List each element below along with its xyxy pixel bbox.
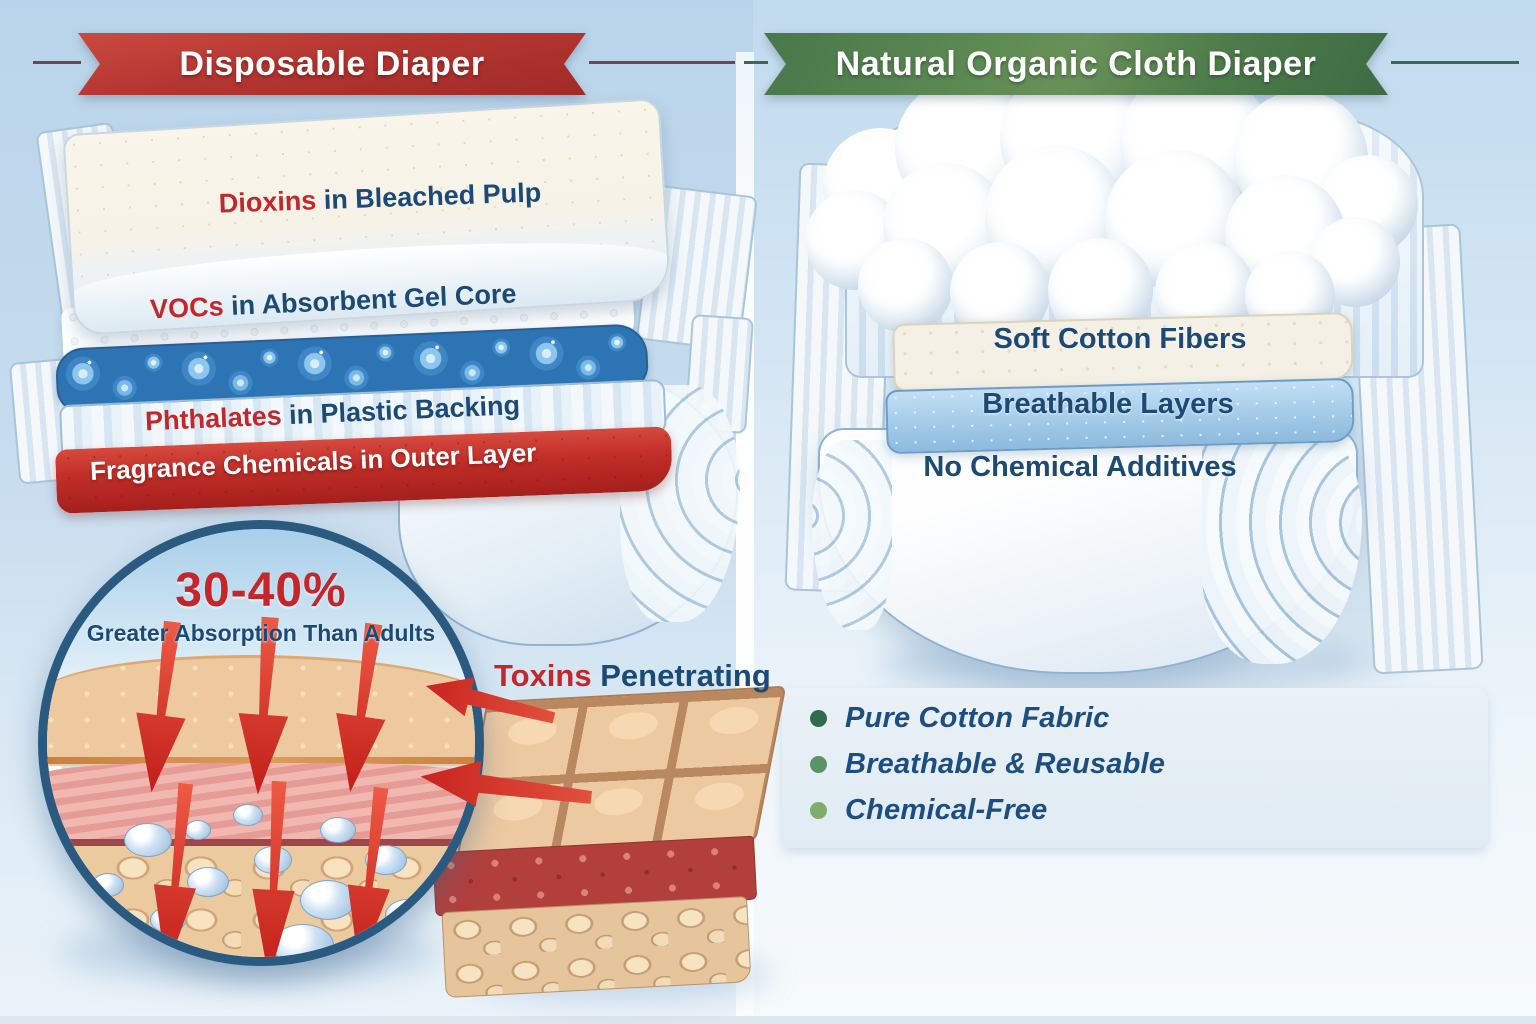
bullet-dot-icon [810,710,827,727]
disposable-banner-title: Disposable Diaper [179,44,485,83]
cotton-cloud [857,237,953,333]
skin-subcutis-band [441,896,752,999]
green-line-right [1391,61,1519,64]
moisture-droplet [320,817,356,843]
moisture-droplet [124,823,172,857]
moisture-droplet [185,820,211,840]
dermis-boundary [47,839,475,848]
benefits-panel: Pure Cotton Fabric Breathable & Reusable… [782,688,1488,848]
skin-absorption-magnifier: 30-40% Greater Absorption Than Adults [38,520,484,966]
breathable-label: Breathable Layers [982,388,1234,420]
cloth-banner-title: Natural Organic Cloth Diaper [835,44,1317,83]
leg-ruffle [812,440,892,630]
bottom-edge [0,1016,1536,1024]
red-line-left [33,61,81,64]
cloth-banner-ribbon: Natural Organic Cloth Diaper [764,33,1388,95]
no-chemical-label: No Chemical Additives [923,451,1237,483]
moisture-droplet [385,899,431,931]
red-line-right [589,61,735,64]
absorption-caption: Greater Absorption Than Adults [86,620,436,646]
absorption-stat: 30-40% [175,564,347,617]
moisture-droplet [187,867,229,897]
soft-cotton-label: Soft Cotton Fibers [993,323,1247,355]
cloth-diaper-body [812,428,1362,674]
moisture-droplet [92,873,124,897]
bullet-dot-icon [810,756,827,773]
disposable-banner-ribbon: Disposable Diaper [78,33,586,95]
benefit-item: Breathable & Reusable [810,748,1165,781]
benefit-text: Breathable & Reusable [845,748,1166,780]
benefit-item: Chemical-Free [810,794,1047,827]
moisture-droplet [233,804,263,826]
moisture-droplet [300,880,356,920]
disposable-banner: Disposable Diaper [78,33,586,95]
benefit-item: Pure Cotton Fabric [810,702,1110,735]
green-line-left [744,61,768,64]
benefit-text: Pure Cotton Fabric [845,702,1110,734]
benefit-text: Chemical-Free [845,794,1048,826]
bullet-dot-icon [810,802,827,819]
toxins-label: Toxins Penetrating [494,658,771,693]
absorption-stat-block: 30-40% Greater Absorption Than Adults [47,563,475,647]
cloth-banner: Natural Organic Cloth Diaper [764,33,1388,95]
